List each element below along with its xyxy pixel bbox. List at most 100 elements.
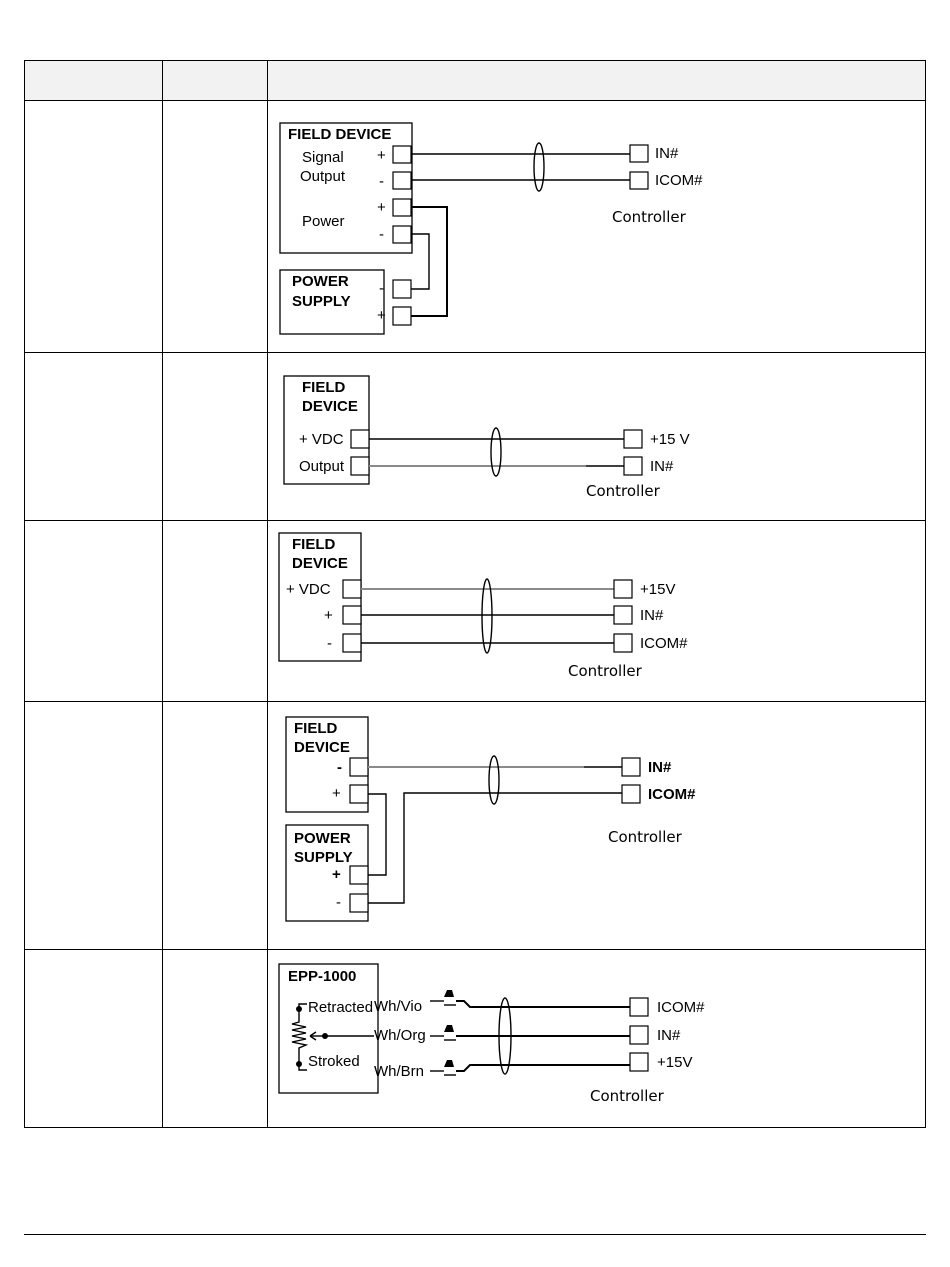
field-label: FIELD — [294, 720, 337, 737]
label-icom: ICOM# — [657, 999, 705, 1016]
terminal-vdc — [342, 579, 362, 599]
wiring-table: FIELD DEVICE Signal Output Power + - + -… — [24, 60, 926, 1128]
diagram-2-three-wire: FIELD DEVICE + VDC Output +15 V IN# Cont… — [283, 375, 690, 500]
terminal-vdc — [350, 429, 370, 449]
controller-terminal-icom — [629, 171, 649, 190]
potentiometer-symbol — [291, 1003, 328, 1071]
field-device-title: FIELD DEVICE — [288, 126, 391, 143]
terminal-plus — [342, 605, 362, 625]
controller-terminal-15v — [613, 579, 633, 599]
device-label: DEVICE — [292, 555, 348, 572]
supply-minus: - — [379, 280, 384, 297]
controller-terminal-in — [629, 144, 649, 163]
shield-ellipse — [490, 427, 502, 477]
table-gridlines — [24, 60, 926, 1128]
wire-power-minus — [411, 233, 430, 290]
terminal-power-plus — [392, 198, 412, 217]
terminal-supply-plus — [349, 865, 369, 885]
device-label: DEVICE — [294, 739, 350, 756]
controller-terminal-icom — [621, 784, 641, 804]
terminal-supply-minus — [392, 279, 412, 299]
wire-org-label: Wh/Org — [374, 1027, 426, 1044]
retracted-label: Retracted — [308, 999, 373, 1016]
power-supply-label-2: SUPPLY — [292, 293, 351, 310]
wire-device-plus — [368, 793, 387, 876]
vdc-label: + VDC — [286, 581, 331, 598]
signal-minus: - — [379, 173, 384, 190]
label-icom: ICOM# — [640, 635, 688, 652]
controller-label: Controller — [586, 482, 661, 500]
output-label: Output — [300, 168, 346, 185]
label-icom: ICOM# — [655, 172, 703, 189]
label-15v: +15 V — [650, 431, 690, 448]
label-15v: +15V — [640, 581, 675, 598]
field-device-box — [279, 122, 413, 254]
minus-label: - — [337, 759, 342, 776]
terminal-signal-minus — [392, 171, 412, 190]
label-in: IN# — [657, 1027, 681, 1044]
shield-ellipse — [481, 578, 493, 654]
supply-plus: + — [332, 866, 341, 883]
controller-terminal-icom — [629, 997, 649, 1017]
diagram-4-loop-powered: FIELD DEVICE - + POWER SUPPLY + - — [285, 716, 696, 922]
plus-label: + — [324, 607, 333, 624]
field-label: FIELD — [292, 536, 335, 553]
diagram-3-four-wire: FIELD DEVICE + VDC + - +15V IN# ICOM# Co… — [278, 532, 688, 680]
terminal-supply-minus — [349, 893, 369, 913]
plus-label: + — [332, 785, 341, 802]
diagram-1-separate-power: FIELD DEVICE Signal Output Power + - + -… — [279, 122, 703, 335]
signal-plus: + — [377, 147, 386, 164]
terminal-output — [350, 456, 370, 476]
power-label: Power — [302, 213, 345, 230]
label-in: IN# — [648, 759, 672, 776]
controller-terminal-15v — [623, 429, 643, 449]
controller-terminal-15v — [629, 1052, 649, 1072]
power-plus: + — [377, 199, 386, 216]
power-supply-label-1: POWER — [294, 830, 351, 847]
supply-minus: - — [336, 894, 341, 911]
supply-plus: + — [377, 307, 386, 324]
label-15v: +15V — [657, 1054, 692, 1071]
controller-terminal-in — [621, 757, 641, 777]
wire-vio — [456, 1000, 630, 1008]
table-header-row — [24, 60, 926, 101]
wiring-table-svg: FIELD DEVICE Signal Output Power + - + -… — [24, 60, 926, 1128]
vdc-label: + VDC — [299, 431, 344, 448]
controller-label: Controller — [612, 208, 687, 226]
controller-terminal-in — [613, 605, 633, 625]
stroked-label: Stroked — [308, 1053, 360, 1070]
epp-device-label: EPP-1000 — [288, 968, 356, 985]
power-supply-label-2: SUPPLY — [294, 849, 353, 866]
controller-label: Controller — [590, 1087, 665, 1105]
power-supply-box — [279, 269, 385, 335]
wire-nut-connectors — [444, 990, 456, 1076]
label-in: IN# — [640, 607, 664, 624]
terminal-minus — [349, 757, 369, 777]
label-icom: ICOM# — [648, 786, 696, 803]
wire-supply-minus — [368, 792, 622, 904]
wire-power-plus — [411, 206, 448, 317]
label-in: IN# — [655, 145, 679, 162]
shield-ellipse — [488, 755, 500, 805]
diagram-5-epp-1000: EPP-1000 Retracted Stroked Wh/Vio Wh/Org… — [278, 963, 705, 1105]
power-supply-label-1: POWER — [292, 273, 349, 290]
signal-label: Signal — [302, 149, 344, 166]
terminal-plus — [349, 784, 369, 804]
controller-terminal-in — [623, 456, 643, 476]
wire-brn — [456, 1064, 630, 1072]
epp-device-box — [278, 963, 379, 1094]
controller-terminal-in — [629, 1025, 649, 1045]
terminal-minus — [342, 633, 362, 653]
footer-rule — [24, 1234, 926, 1235]
label-in: IN# — [650, 458, 674, 475]
shield-ellipse — [498, 997, 512, 1075]
controller-label: Controller — [568, 662, 643, 680]
device-label: DEVICE — [302, 398, 358, 415]
wire-brn-label: Wh/Brn — [374, 1063, 424, 1080]
terminal-signal-plus — [392, 145, 412, 164]
controller-terminal-icom — [613, 633, 633, 653]
output-label: Output — [299, 458, 345, 475]
power-minus: - — [379, 226, 384, 243]
wire-vio-label: Wh/Vio — [374, 998, 422, 1015]
